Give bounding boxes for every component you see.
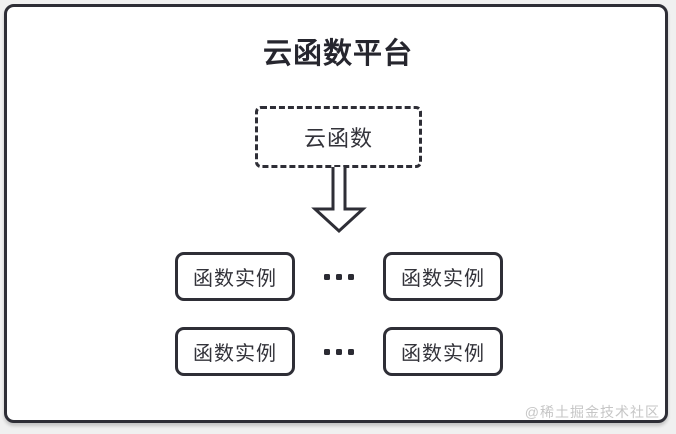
down-arrow-icon (311, 167, 367, 234)
dot (336, 273, 342, 280)
function-instance-label: 函数实例 (401, 343, 485, 365)
ellipsis-dots-icon (295, 252, 383, 301)
watermark: @稀土掘金技术社区 (524, 404, 660, 420)
function-instance-box: 函数实例 (383, 327, 503, 376)
ellipsis-dots-icon (295, 327, 383, 376)
function-instance-box: 函数实例 (175, 327, 295, 376)
function-instance-box: 函数实例 (175, 252, 295, 301)
dot (348, 273, 354, 280)
function-instance-box: 函数实例 (383, 252, 503, 301)
dot (324, 348, 330, 355)
function-instance-label: 函数实例 (193, 268, 277, 290)
dot (324, 273, 330, 280)
dot (336, 348, 342, 355)
dot (348, 348, 354, 355)
function-instance-label: 函数实例 (193, 343, 277, 365)
diagram-title: 云函数平台 (262, 38, 413, 70)
cloud-function-label: 云函数 (303, 126, 373, 151)
function-instance-label: 函数实例 (401, 268, 485, 290)
cloud-function-box: 云函数 (255, 106, 422, 168)
